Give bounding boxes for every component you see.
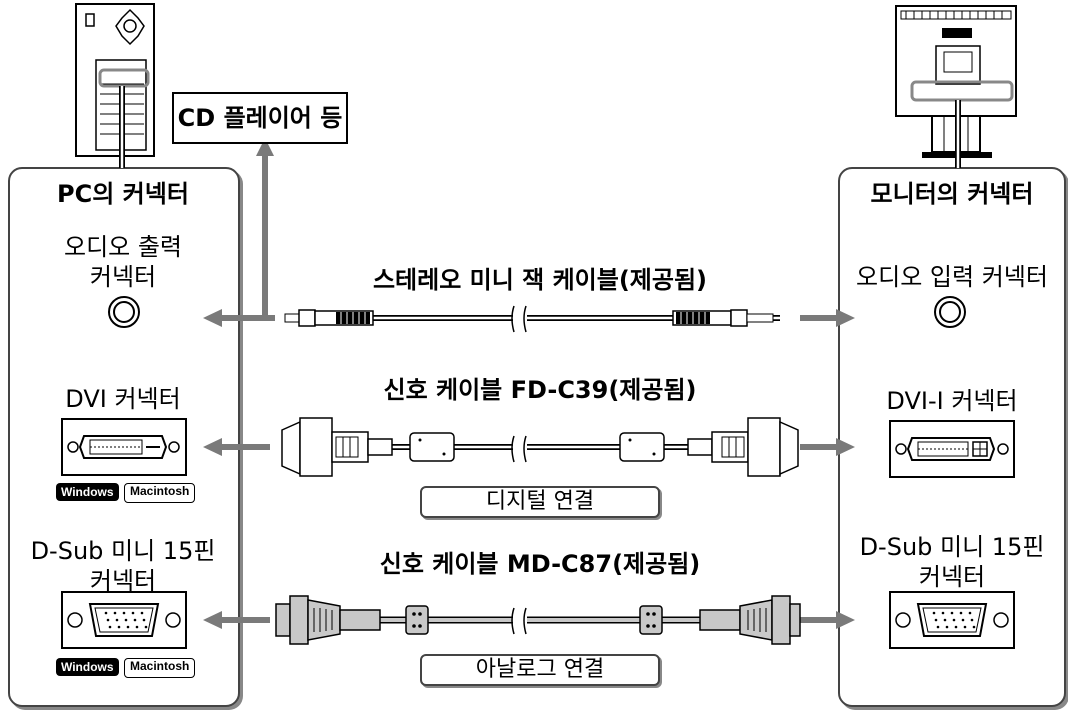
monitor-dsub-label-1: D-Sub 미니 15핀	[859, 533, 1045, 561]
pc-dsub-label-1: D-Sub 미니 15핀	[30, 537, 216, 565]
stereo-mini-jack-cable	[284, 305, 780, 333]
monitor-panel-title: 모니터의 커넥터	[870, 180, 1034, 208]
analog-signal-cable	[275, 595, 801, 645]
analog-cable-title: 신호 케이블 MD-C87(제공됨)	[379, 550, 701, 578]
monitor-dvi-i-port	[889, 420, 1015, 478]
monitor-audio-in-label: 오디오 입력 커넥터	[856, 263, 1048, 291]
monitor-dvi-i-label: DVI-I 커넥터	[886, 387, 1018, 415]
pc-dvi-label: DVI 커넥터	[65, 385, 181, 413]
pc-dsub-port	[61, 591, 187, 649]
monitor-dsub-label-2: 커넥터	[918, 563, 986, 591]
cd-player-arrow	[256, 138, 274, 318]
pc-audio-out-jack	[108, 296, 140, 328]
macintosh-badge: Macintosh	[124, 483, 196, 503]
pc-audio-out-label-1: 오디오 출력	[63, 233, 183, 261]
digital-connection-label: 디지털 연결	[420, 486, 660, 518]
pc-tower-illustration	[75, 3, 155, 168]
stereo-cable-title: 스테레오 미니 잭 케이블(제공됨)	[372, 266, 708, 294]
monitor-audio-in-jack	[934, 296, 966, 328]
pc-dsub-label-2: 커넥터	[89, 567, 157, 595]
windows-badge: Windows	[56, 483, 119, 501]
windows-badge: Windows	[56, 658, 119, 676]
pc-audio-out-label-2: 커넥터	[89, 263, 157, 291]
right-arrows	[800, 309, 855, 629]
pc-panel-title: PC의 커넥터	[57, 180, 189, 208]
cd-player-label: CD 플레이어 등	[172, 92, 348, 144]
dvi-cable-title: 신호 케이블 FD-C39(제공됨)	[383, 376, 697, 404]
left-arrows	[203, 309, 275, 629]
macintosh-badge: Macintosh	[124, 658, 196, 678]
pc-dvi-port	[61, 418, 187, 476]
monitor-dsub-port	[889, 591, 1015, 649]
monitor-illustration	[895, 5, 1017, 168]
analog-connection-label: 아날로그 연결	[420, 654, 660, 686]
dvi-signal-cable	[281, 417, 799, 477]
